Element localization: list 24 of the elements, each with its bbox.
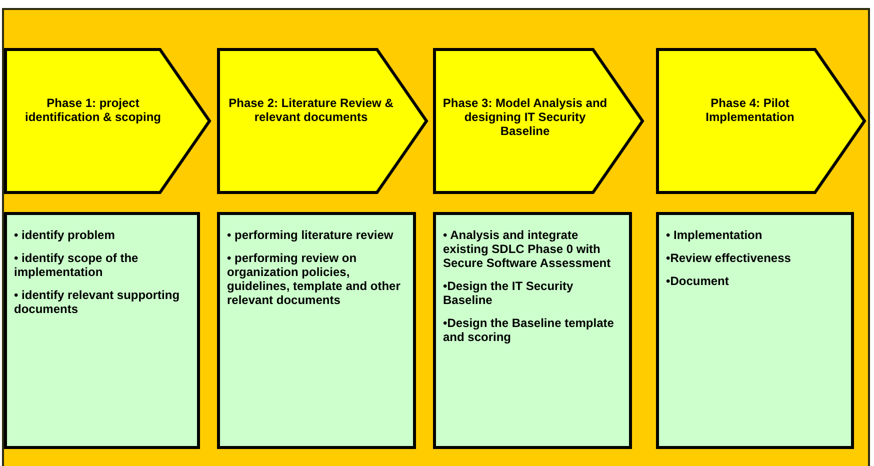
phase-header xyxy=(433,48,645,194)
task-item: • identify problem xyxy=(14,228,116,242)
phase-title: Phase 2: Literature Review & relevant documents xyxy=(228,96,394,124)
task-item: •Review effectiveness xyxy=(666,251,792,265)
task-item: • Analysis and integrate existing SDLC Phase 0 with Secure Software Assessment xyxy=(443,228,612,270)
task-box xyxy=(656,212,854,449)
phase-header xyxy=(4,48,212,194)
task-box xyxy=(217,212,416,449)
task-item: • Implementation xyxy=(666,228,764,242)
task-box xyxy=(4,212,200,449)
phase-header xyxy=(656,48,867,194)
phase-header xyxy=(217,48,429,194)
background-panel xyxy=(2,8,870,466)
task-item: • identify scope of the implementation xyxy=(14,251,140,279)
phase-title: Phase 4: Pilot Implementation xyxy=(704,96,796,124)
phase-title: Phase 1: project identification & scoping xyxy=(24,96,162,124)
task-item: •Design the IT Security Baseline xyxy=(443,279,574,307)
task-item: •Document xyxy=(666,274,730,288)
task-item: •Design the Baseline template and scoring xyxy=(443,316,615,344)
task-box xyxy=(433,212,632,449)
task-item: • performing literature review xyxy=(227,228,394,242)
task-item: • performing review on organization policies, guidelines, template and other relevant documents xyxy=(227,251,402,307)
task-item: • identify relevant supporting documents xyxy=(14,288,181,316)
phase-title: Phase 3: Model Analysis and designing IT Security Baseline xyxy=(442,96,608,138)
